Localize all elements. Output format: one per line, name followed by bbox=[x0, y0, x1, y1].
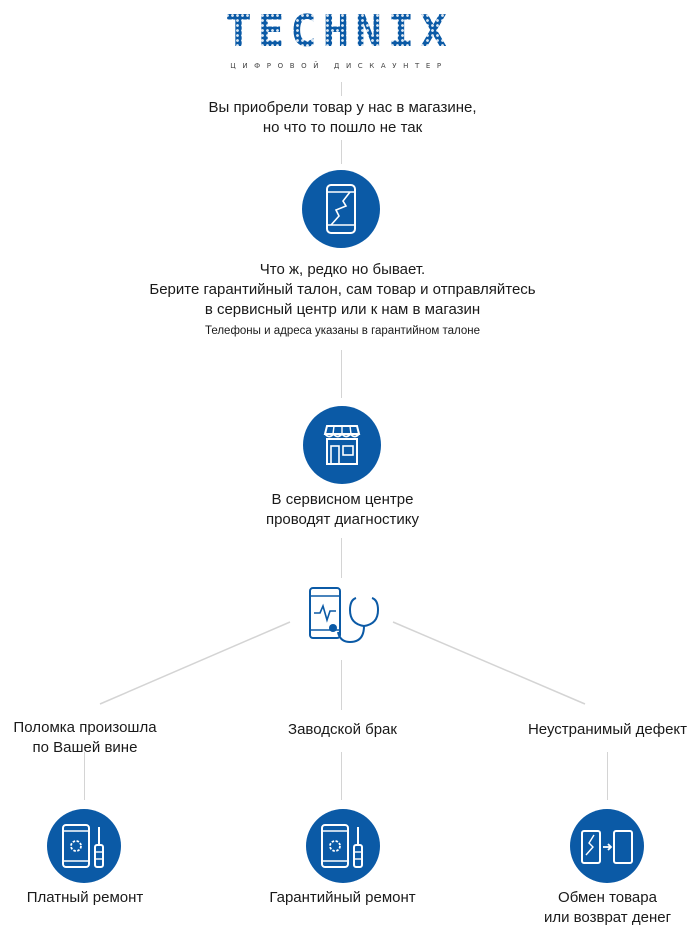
store-badge bbox=[303, 406, 381, 484]
result-warranty-repair: Гарантийный ремонт bbox=[269, 889, 416, 906]
paid-repair-badge bbox=[47, 809, 121, 883]
result-paid-repair: Платный ремонт bbox=[26, 889, 144, 906]
step2-line2: Берите гарантийный талон, сам товар и от… bbox=[149, 281, 536, 298]
warranty-repair-icon bbox=[321, 824, 363, 868]
step2-text: Что ж, редко но бывает. Берите гарантийн… bbox=[100, 260, 585, 339]
step1-line1: Вы приобрели товар у нас в магазине, bbox=[208, 99, 477, 116]
paid-repair-icon bbox=[62, 824, 104, 868]
step2-note: Телефоны и адреса указаны в гарантийном … bbox=[204, 325, 481, 337]
logo-tagline: ЦИФРОВОЙ ДИСКАУНТЕР bbox=[230, 62, 448, 70]
store-icon bbox=[323, 425, 361, 465]
connector-line bbox=[341, 752, 342, 800]
connector-line bbox=[341, 82, 342, 96]
result-exchange-line2: или возврат денег bbox=[543, 909, 672, 926]
step3-line2: проводят диагностику bbox=[265, 511, 420, 528]
warranty-repair-badge bbox=[306, 809, 380, 883]
broken-phone-badge bbox=[302, 170, 380, 248]
branch-middle-label: Заводской брак bbox=[288, 721, 397, 738]
branch-left-label: Поломка произошла по Вашей вине bbox=[0, 718, 170, 758]
result-exchange-line1: Обмен товара bbox=[558, 889, 657, 906]
connector-line bbox=[341, 538, 342, 578]
exchange-badge bbox=[570, 809, 644, 883]
branch-right-label: Неустранимый дефект bbox=[527, 721, 688, 738]
connector-line bbox=[341, 140, 342, 164]
exchange-icon bbox=[581, 830, 633, 864]
diagnostics-icon bbox=[309, 587, 380, 644]
result-exchange: Обмен товара или возврат денег bbox=[520, 888, 695, 928]
step1-line2: но что то пошло не так bbox=[262, 119, 423, 136]
connector-left bbox=[99, 621, 291, 705]
broken-phone-icon bbox=[326, 184, 356, 234]
branch-left-line2: по Вашей вине bbox=[32, 739, 138, 756]
branch-left-line1: Поломка произошла bbox=[13, 719, 157, 736]
step1-text: Вы приобрели товар у нас в магазине, но … bbox=[120, 98, 565, 138]
step2-line3: в сервисный центр или к нам в магазин bbox=[204, 301, 481, 318]
step3-line1: В сервисном центре bbox=[271, 491, 414, 508]
connector-line bbox=[607, 752, 608, 800]
connector-line bbox=[84, 752, 85, 800]
connector-line bbox=[341, 660, 342, 710]
step3-text: В сервисном центре проводят диагностику bbox=[180, 490, 505, 530]
step2-line1: Что ж, редко но бывает. bbox=[259, 261, 426, 278]
connector-line bbox=[341, 350, 342, 398]
connector-right bbox=[392, 621, 586, 705]
